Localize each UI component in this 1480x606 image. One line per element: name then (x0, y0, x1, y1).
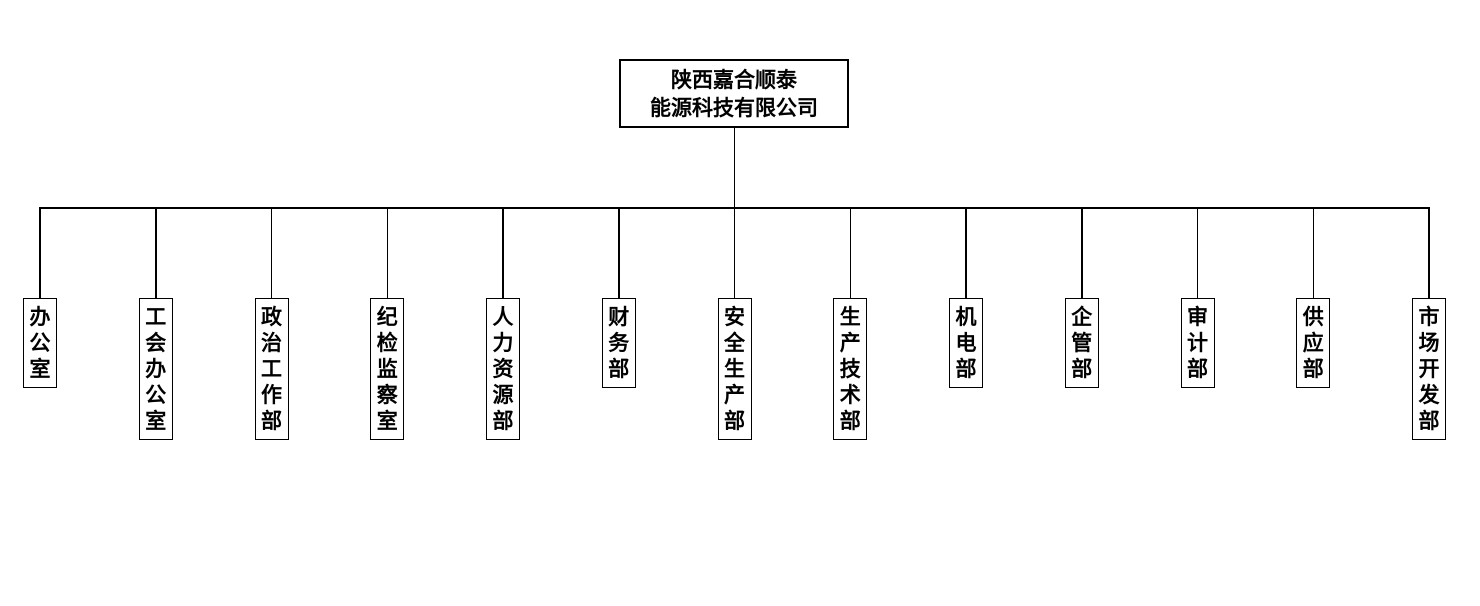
department-node: 安全生产部 (717, 298, 752, 440)
connector-drop (965, 207, 967, 298)
root-node-title-line1: 陕西嘉合顺泰 (671, 67, 797, 92)
department-node: 人力资源部 (486, 298, 520, 440)
department-node: 机电部 (949, 298, 983, 388)
department-node: 工会办公室 (138, 298, 173, 440)
connector-drop (270, 207, 273, 298)
connector-drop (39, 207, 41, 298)
department-node: 政治工作部 (254, 298, 289, 440)
department-label: 供应部 (1302, 305, 1324, 381)
department-label: 人力资源部 (492, 305, 514, 433)
department-label: 生产技术部 (839, 305, 861, 433)
connector-drop (1081, 207, 1083, 298)
root-node-title-line2: 能源科技有限公司 (650, 95, 818, 120)
department-node: 审计部 (1180, 298, 1215, 388)
root-node: 陕西嘉合顺泰 能源科技有限公司 (619, 59, 849, 128)
connector-drop (502, 207, 504, 298)
connector-drop (155, 207, 157, 298)
department-node: 生产技术部 (833, 298, 868, 440)
department-label: 市场开发部 (1418, 305, 1440, 433)
department-label: 安全生产部 (724, 305, 745, 433)
connector-drop (386, 207, 388, 298)
connector-drop (1196, 207, 1199, 298)
department-label: 办公室 (29, 305, 51, 381)
connector-drop (618, 207, 620, 298)
connector-trunk (733, 127, 736, 208)
connector-drop (849, 207, 851, 298)
department-label: 机电部 (955, 305, 977, 381)
department-label: 纪检监察室 (376, 305, 398, 433)
department-node: 企管部 (1064, 298, 1099, 388)
department-node: 财务部 (601, 298, 636, 388)
department-node: 办公室 (23, 298, 57, 388)
department-node: 市场开发部 (1412, 298, 1446, 440)
department-label: 政治工作部 (261, 305, 282, 433)
department-node: 纪检监察室 (370, 298, 405, 440)
connector-drop (733, 207, 736, 298)
department-label: 审计部 (1187, 305, 1208, 381)
department-node: 供应部 (1296, 298, 1331, 388)
connector-drop (1312, 207, 1314, 298)
department-label: 工会办公室 (145, 305, 167, 433)
connector-drop (1428, 207, 1430, 298)
department-label: 财务部 (608, 305, 630, 381)
department-label: 企管部 (1071, 305, 1093, 381)
